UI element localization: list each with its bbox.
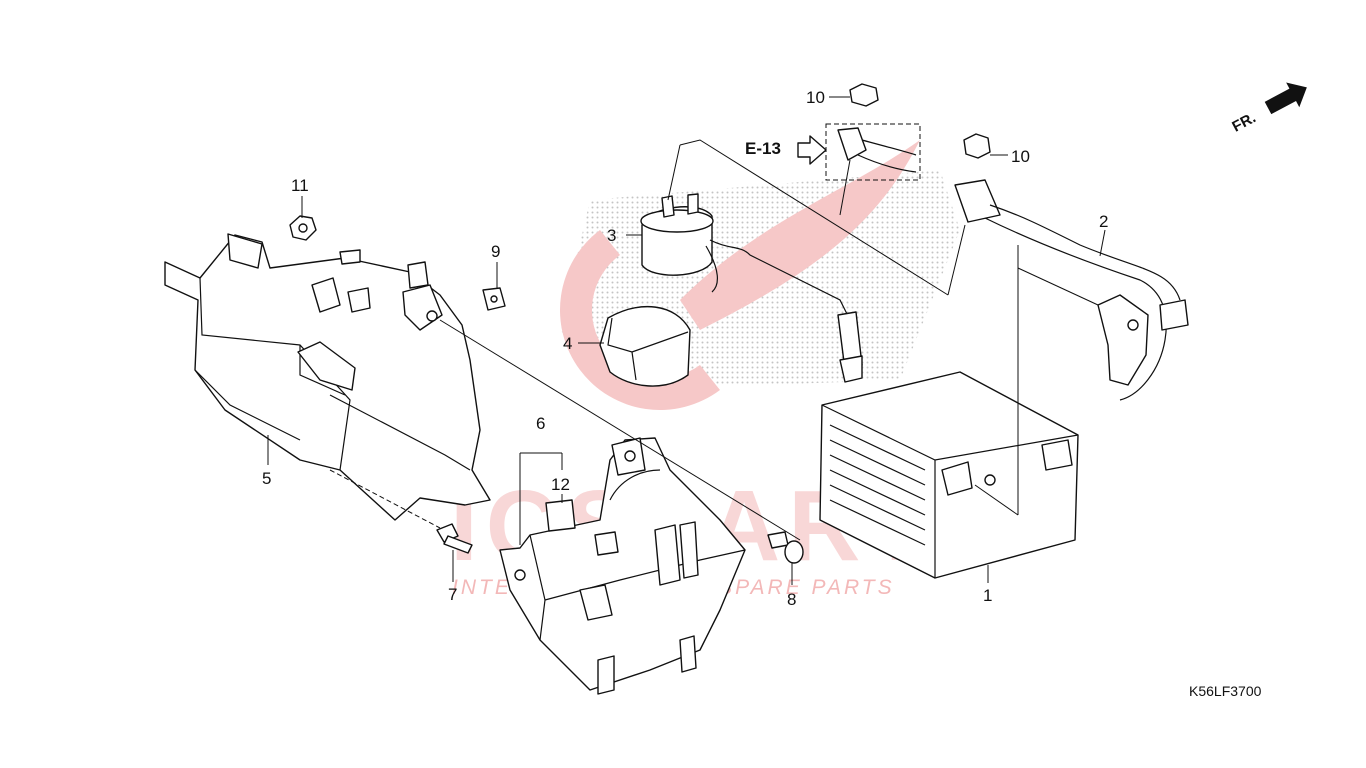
callout-9: 9 — [491, 242, 500, 261]
watermark-wing-icon — [680, 140, 920, 330]
battery-holder-part — [499, 437, 746, 695]
relay-cover-part — [599, 306, 691, 387]
screw-part-8 — [767, 531, 804, 564]
relay-cable-detail — [825, 123, 921, 216]
nut-part-10b — [963, 133, 991, 159]
front-arrow-icon — [1264, 82, 1307, 115]
callout-5: 5 — [262, 469, 271, 488]
callout-8: 8 — [787, 590, 796, 609]
callout-2: 2 — [1099, 212, 1108, 231]
callout-10b: 10 — [1011, 147, 1030, 166]
clip-nut-part-9 — [482, 287, 506, 311]
nut-part-10a — [849, 83, 879, 107]
battery-tray-part — [164, 233, 491, 521]
callout-1: 1 — [983, 586, 992, 605]
callout-4: 4 — [563, 334, 572, 353]
battery-cable-part — [954, 179, 1189, 401]
drawing-code: K56LF3700 — [1189, 683, 1262, 699]
callout-12: 12 — [551, 475, 570, 494]
starter-relay-part — [640, 193, 863, 383]
bolt-part-7 — [436, 523, 473, 554]
callout-numbers: 1 2 3 4 5 6 7 8 9 10 10 11 12 — [262, 88, 1108, 609]
watermark-gear-icon — [560, 230, 720, 410]
callout-7: 7 — [448, 585, 457, 604]
front-direction-indicator: FR. — [1229, 82, 1307, 136]
reference-arrow: E-13 — [745, 135, 827, 165]
leader-lines — [267, 96, 1106, 585]
callout-6: 6 — [536, 414, 545, 433]
pad-part-12 — [545, 499, 576, 532]
callout-3: 3 — [607, 226, 616, 245]
front-label: FR. — [1229, 109, 1258, 135]
nut-part-11 — [289, 215, 317, 241]
callout-11: 11 — [291, 176, 309, 195]
callout-10a: 10 — [806, 88, 825, 107]
battery-part — [819, 371, 1079, 579]
reference-label: E-13 — [745, 139, 781, 158]
